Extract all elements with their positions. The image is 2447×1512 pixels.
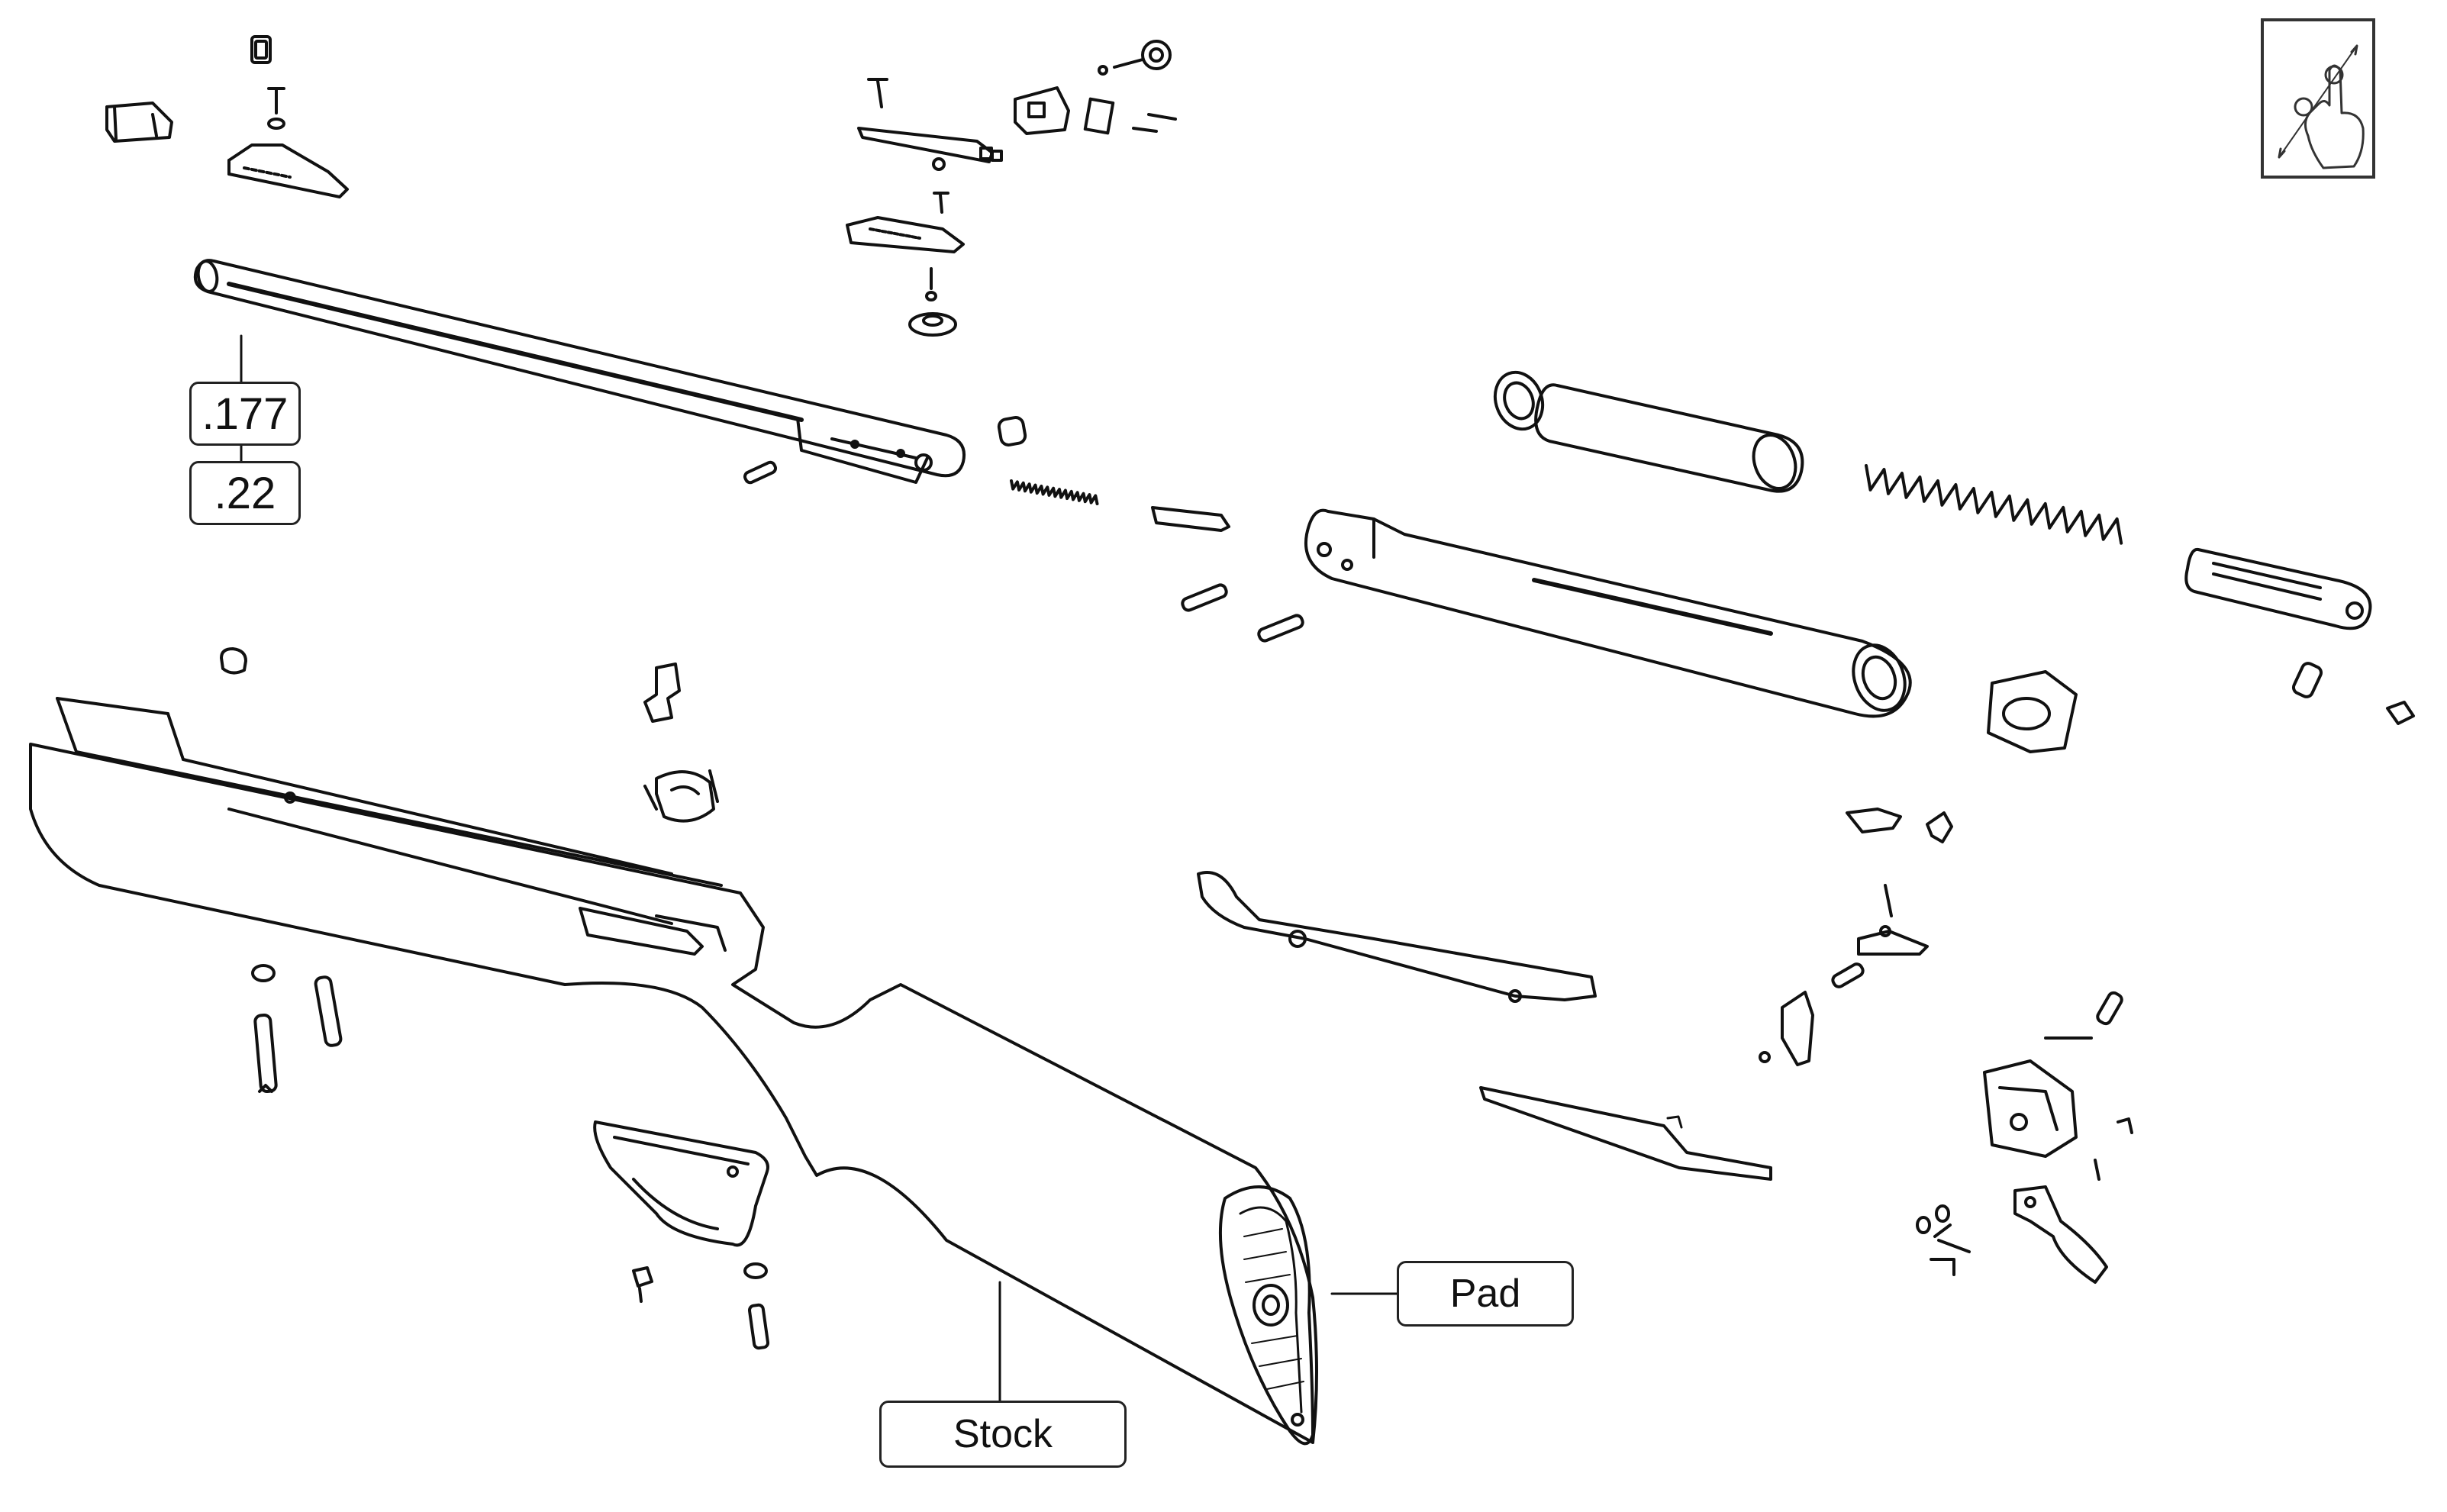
piston[interactable] <box>1534 383 1804 494</box>
pad-text: Pad <box>1449 1272 1521 1316</box>
scope-rail-screw[interactable] <box>933 192 949 214</box>
rear-sight-knob[interactable] <box>1098 40 1172 76</box>
front-screws[interactable] <box>251 964 343 1094</box>
end-cap-small-parts[interactable] <box>2291 661 2415 725</box>
sear-parts[interactable] <box>1759 808 1953 1066</box>
trigger-guard[interactable] <box>593 1120 769 1247</box>
pinch-zoom-icon <box>2278 44 2365 169</box>
rear-sight-body[interactable] <box>1014 86 1115 135</box>
detent-spring[interactable] <box>1010 479 1099 505</box>
caliber-22-label[interactable]: .22 <box>189 461 301 525</box>
front-sight-base[interactable] <box>227 143 349 198</box>
pivot-pin-a[interactable] <box>743 460 778 485</box>
trigger-housing[interactable] <box>1983 991 2133 1181</box>
trigger-blade[interactable] <box>2013 1185 2108 1284</box>
front-sight-hood[interactable] <box>105 102 173 143</box>
breech-block[interactable] <box>1987 670 2078 753</box>
stock-text: Stock <box>953 1412 1053 1456</box>
cocking-arm[interactable] <box>1197 871 1597 1003</box>
caliber-22-text: .22 <box>214 468 276 518</box>
trigger-adjust-screws[interactable] <box>1916 1204 1971 1276</box>
front-sight-insert[interactable] <box>250 35 272 64</box>
stock-screw-cup[interactable] <box>220 647 247 675</box>
caliber-177-text: .177 <box>201 388 289 439</box>
spring-guide[interactable] <box>2184 547 2372 630</box>
stock-screw-clamp[interactable] <box>643 769 719 823</box>
safety-rod[interactable] <box>1479 1086 1772 1181</box>
mainspring[interactable] <box>1862 464 2126 545</box>
scope-rail-block[interactable] <box>846 216 965 253</box>
butt-pad[interactable] <box>1218 1185 1314 1446</box>
piston-seal[interactable] <box>1488 366 1550 436</box>
stock-label[interactable]: Stock <box>879 1401 1127 1468</box>
stock-bolt-top[interactable] <box>643 663 681 723</box>
receiver-tube[interactable] <box>1304 508 1913 718</box>
rear-sight-small-screws[interactable] <box>932 113 1177 171</box>
caliber-177-label[interactable]: .177 <box>189 382 301 446</box>
cocking-lever-pins[interactable] <box>1181 583 1304 643</box>
barrel[interactable] <box>193 259 966 484</box>
pinch-zoom-button[interactable] <box>2261 18 2375 179</box>
trigger-guard-screws[interactable] <box>632 1262 770 1350</box>
rear-sight-leaf[interactable] <box>857 127 994 163</box>
pivot-washer[interactable] <box>997 416 1027 447</box>
rear-sight-screw-top[interactable] <box>867 78 888 108</box>
stock[interactable] <box>29 697 1318 1444</box>
breech-seal-stack[interactable] <box>908 267 957 337</box>
front-sight-screw[interactable] <box>267 87 285 130</box>
detent-plunger[interactable] <box>1151 506 1230 532</box>
pad-label[interactable]: Pad <box>1397 1261 1574 1327</box>
